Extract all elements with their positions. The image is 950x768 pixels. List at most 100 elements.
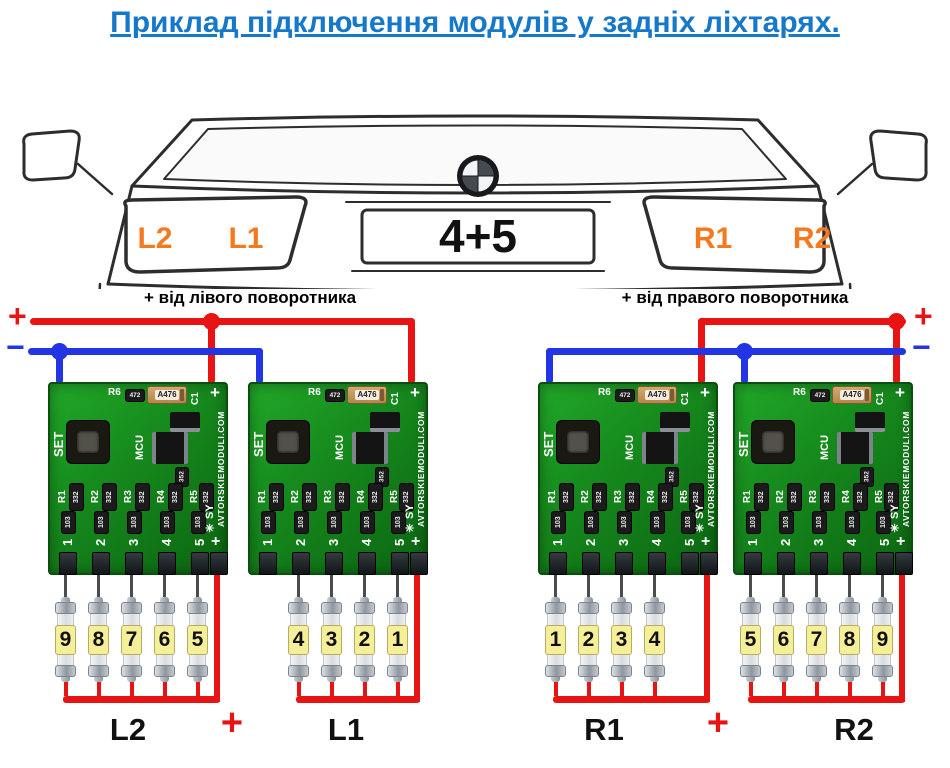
festoon-bulb: 2: [354, 597, 375, 682]
bulb-cap-bottom: [740, 665, 761, 677]
board-plus-input-label: +: [210, 383, 220, 402]
terminal-number-2: 2: [583, 538, 598, 546]
bulb-return-wire: [96, 682, 101, 696]
set-label: SET: [251, 431, 266, 457]
terminal-number-4: 4: [159, 538, 174, 546]
sy-label: SY: [889, 504, 901, 520]
terminal-number-3: 3: [811, 538, 826, 546]
terminal-pad: [582, 552, 600, 575]
module-plus-output-wire: [899, 575, 905, 702]
resistor-332: 332: [788, 484, 801, 510]
terminal-pad: [843, 552, 861, 575]
bulb-assembly: 3: [605, 575, 638, 696]
bulb-tip-bottom: [127, 677, 136, 682]
capacitor-a476: A476: [637, 386, 677, 404]
r2-label: R2: [775, 490, 786, 504]
festoon-bulb: 4: [288, 597, 309, 682]
bottom-plus-left: +: [220, 702, 244, 744]
mcu-chip: [352, 432, 388, 464]
bulb-tip-top: [584, 597, 593, 602]
bulb-return-wire: [847, 682, 852, 696]
r6-label: R6: [108, 387, 121, 398]
transistor: [170, 412, 200, 432]
bulb-feed-wire: [363, 575, 366, 597]
minus-rail-right: [546, 348, 906, 355]
bulb-assembly: 4: [638, 575, 671, 696]
bulb-tip-top: [845, 597, 854, 602]
c1-label: C1: [390, 392, 401, 406]
module-group: SET R6 472 A476 C1 + MCU 352 R1 R2 R3 R4…: [248, 382, 428, 717]
bulb-number: 1: [545, 624, 566, 655]
terminal-number-5: 5: [192, 538, 207, 546]
resistor-472: 472: [126, 390, 144, 401]
resistor-332: 332: [560, 484, 573, 510]
bulb-cap-bottom: [55, 665, 76, 677]
bottom-label-l2: L2: [109, 712, 147, 747]
bulb-return-wire: [395, 682, 400, 696]
r2-label: R2: [580, 490, 591, 504]
plus-symbol-right: +: [914, 298, 933, 334]
bulb-feed-wire: [749, 575, 752, 597]
resistor-332: 332: [821, 484, 834, 510]
sy-label: SY: [404, 504, 416, 520]
resistor-332: 332: [755, 484, 768, 510]
bulb-tip-bottom: [551, 677, 560, 682]
mcu-label: MCU: [624, 434, 636, 460]
bulb-feed-wire: [396, 575, 399, 597]
bulb-cap-bottom: [545, 665, 566, 677]
bulb-tip-top: [779, 597, 788, 602]
license-plate: [360, 208, 596, 265]
bulb-feed-wire: [297, 575, 300, 597]
bulb-number: 7: [806, 624, 827, 655]
resistor-103: 103: [361, 512, 374, 533]
resistor-332: 332: [369, 484, 382, 510]
bulb-assembly: 5: [181, 575, 214, 696]
bulb-cap-top: [55, 602, 76, 614]
right-mirror-arm: [836, 162, 874, 196]
bulb-cap-bottom: [578, 665, 599, 677]
plus-rail-right: [698, 318, 906, 325]
bulb-feed-wire: [64, 575, 67, 597]
transistor: [660, 412, 690, 432]
bulb-return-wire: [296, 682, 301, 696]
bulb-cap-top: [806, 602, 827, 614]
r3-label: R3: [323, 490, 334, 504]
bulb-cap-bottom: [88, 665, 109, 677]
r4-label: R4: [841, 490, 852, 504]
terminal-number-2: 2: [293, 538, 308, 546]
r5-label: R5: [389, 490, 400, 504]
bulb-glass: 9: [55, 614, 76, 665]
star-icon: ✳: [695, 523, 705, 535]
watermark-site-text: AVTORSKIEMODULI.COM: [216, 411, 226, 527]
festoon-bulb: 6: [773, 597, 794, 682]
bulb-tip-bottom: [160, 677, 169, 682]
bulb-tip-top: [127, 597, 136, 602]
set-button-cap: [77, 431, 99, 453]
r2-label: R2: [290, 490, 301, 504]
festoon-bulb: 3: [321, 597, 342, 682]
plus-rail-left: [30, 318, 415, 325]
bottom-label-l1: L1: [327, 712, 365, 747]
bulb-cap-top: [288, 602, 309, 614]
sy-label: SY: [694, 504, 706, 520]
bulb-tip-top: [617, 597, 626, 602]
terminal-pad: [259, 552, 277, 575]
plus-junction-dot-left: [203, 313, 220, 330]
bulb-row: 1: [539, 575, 671, 696]
bulb-tip-top: [61, 597, 70, 602]
bulb-cap-top: [611, 602, 632, 614]
bulb-number: 3: [611, 624, 632, 655]
terminal-pad-plus: [700, 552, 718, 575]
resistor-472: 472: [811, 390, 829, 401]
bulb-tip-top: [551, 597, 560, 602]
bulb-number: 8: [839, 624, 860, 655]
taillight-label-l1: L1: [228, 222, 263, 255]
pcb-module: SET R6 472 A476 C1 + MCU 352 R1 R2 R3 R4…: [248, 382, 428, 575]
module-plus-output-wire: [214, 575, 220, 702]
bulb-cap-top: [187, 602, 208, 614]
resistor-332: 332: [593, 484, 606, 510]
bulb-cap-bottom: [121, 665, 142, 677]
bulb-tip-top: [812, 597, 821, 602]
mcu-chip: [152, 432, 188, 464]
